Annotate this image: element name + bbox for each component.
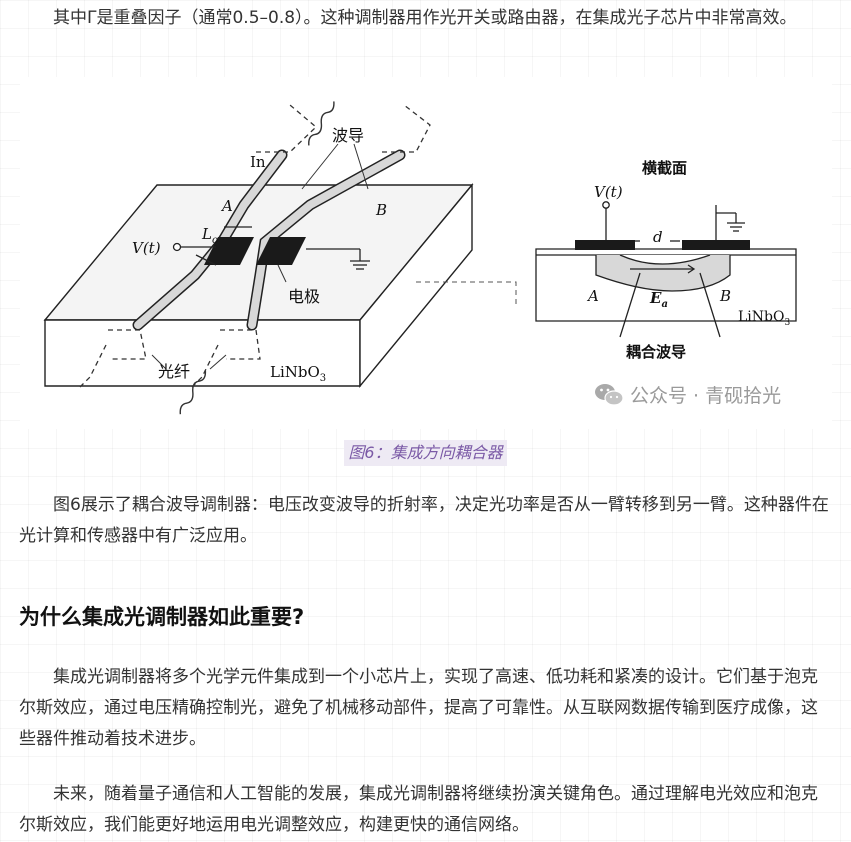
figure-caption: 图6：集成方向耦合器 [344,440,507,466]
electrode-right [256,237,306,265]
label-a-cs: A [586,287,599,305]
label-substrate-sub: 3 [320,373,326,384]
figure-directional-coupler: In 波导 A B V(t) Lo 电极 光纤 LiNbO3 横截面 [20,77,832,429]
wechat-icon [595,383,624,406]
label-field-sub: a [661,299,667,310]
label-a: A [220,197,233,215]
section-heading: 为什么集成光调制器如此重要? [19,605,305,629]
label-cross-section: 横截面 [642,159,687,177]
watermark: 公众号 · 青砚拾光 [594,381,781,408]
label-field: E [649,289,662,307]
label-voltage-cs: V(t) [594,183,623,201]
electrode-cs-right [682,240,750,250]
label-length: L [201,225,212,243]
label-b-cs: B [719,287,731,305]
figure-caption-wrap: 图6：集成方向耦合器 [0,440,851,466]
watermark-text: 公众号 · 青砚拾光 [630,385,782,407]
paragraph-figure-description: 图6展示了耦合波导调制器：电压改变波导的折射率，决定光功率是否从一臂转移到另一臂… [19,495,829,546]
label-gap: d [653,228,663,246]
paragraph-overlap-factor: 其中Γ是重叠因子（通常0.5–0.8）。这种调制器用作光开关或路由器，在集成光子… [53,8,797,28]
label-substrate: LiNbO [270,363,320,381]
electrode-cs-left [575,240,635,250]
label-substrate-cs-sub: 3 [784,318,790,328]
label-substrate-cs: LiNbO [738,309,784,325]
coupler-diagram: In 波导 A B V(t) Lo 电极 光纤 LiNbO3 横截面 [43,101,797,415]
label-voltage: V(t) [132,239,161,257]
svg-text:Ea: Ea [649,289,668,310]
label-length-sub: o [212,235,218,246]
label-fiber: 光纤 [158,362,190,381]
paragraph-importance: 集成光调制器将多个光学元件集成到一个小芯片上，实现了高速、低功耗和紧凑的设计。它… [19,667,818,749]
paragraph-future: 未来，随着量子通信和人工智能的发展，集成光调制器将继续扮演关键角色。通过理解电光… [19,784,818,835]
svg-text:LiNbO3: LiNbO3 [270,363,326,384]
svg-text:LiNbO3: LiNbO3 [738,309,790,328]
label-b: B [375,201,387,219]
substrate-side [359,183,473,388]
label-waveguide: 波导 [332,126,364,145]
electrode-left [204,237,254,265]
label-in: In [250,153,266,171]
label-coupled-waveguide: 耦合波导 [626,343,686,361]
svg-text:Lo: Lo [201,225,218,246]
label-electrode: 电极 [288,287,320,306]
